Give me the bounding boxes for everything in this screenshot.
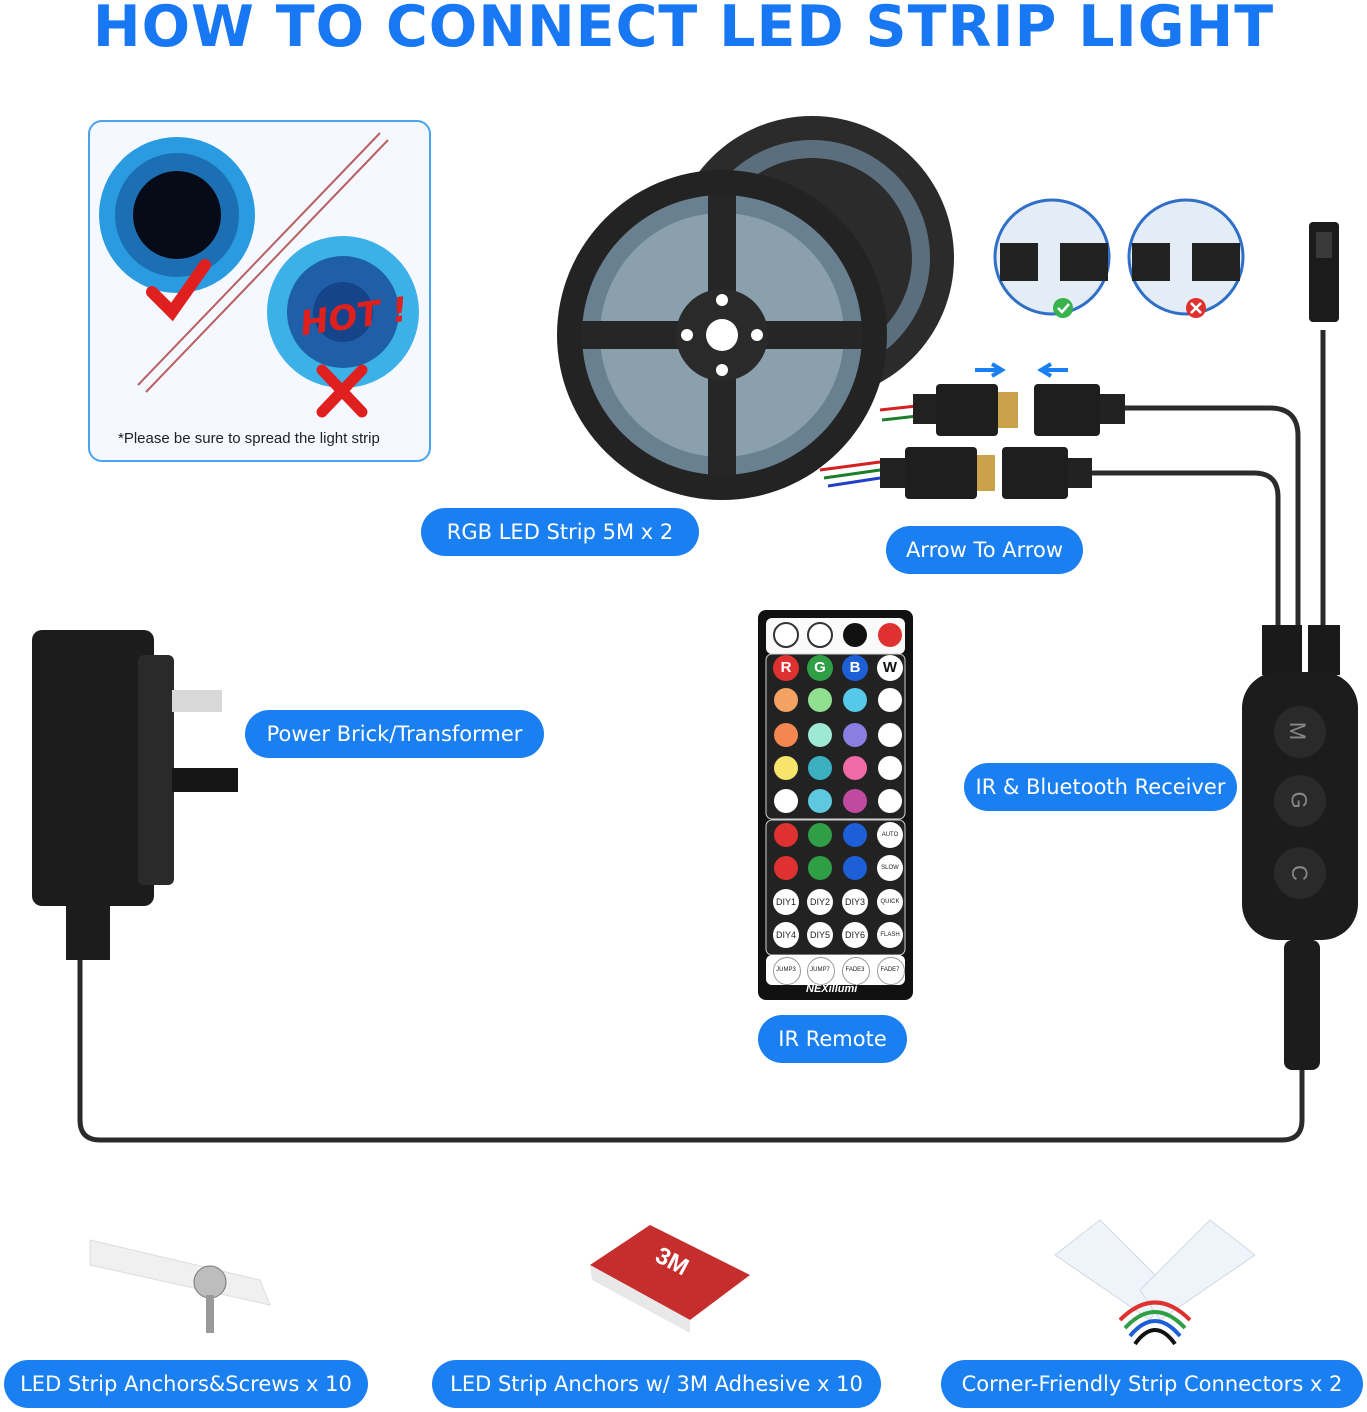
spread-strip-good-illustration — [99, 137, 255, 293]
remote-key-w: W — [882, 659, 898, 676]
label-arrow-to-arrow: Arrow To Arrow — [886, 526, 1083, 574]
cross-mark-icon — [316, 364, 368, 418]
arrow-right-icon — [975, 362, 1006, 378]
strip-connector-female-bottom — [1002, 447, 1092, 499]
remote-key-diy4: DIY4 — [775, 930, 796, 940]
remote-key-b: B — [849, 659, 861, 676]
remote-key-diy1: DIY1 — [775, 897, 796, 907]
check-icon — [1057, 303, 1070, 314]
receiver-button-g: G — [1286, 791, 1312, 809]
correct-connection-illustration — [993, 198, 1111, 318]
remote-top-buttons — [773, 622, 902, 648]
remote-key-r: R — [780, 659, 792, 676]
cable — [1092, 470, 1281, 630]
remote-key-fade3: FADE3 — [845, 967, 865, 973]
remote-key-diy3: DIY3 — [844, 897, 865, 907]
spread-strip-note: *Please be sure to spread the light stri… — [118, 430, 380, 447]
remote-key-diy5: DIY5 — [809, 930, 830, 940]
label-receiver: IR & Bluetooth Receiver — [964, 763, 1237, 811]
label-anchors-adhesive: LED Strip Anchors w/ 3M Adhesive x 10 — [432, 1360, 881, 1408]
remote-key-diy6: DIY6 — [844, 930, 865, 940]
label-rgb-strip: RGB LED Strip 5M x 2 — [421, 508, 699, 556]
ir-bluetooth-receiver — [1242, 625, 1358, 1070]
strip-connector-male-bottom — [880, 447, 995, 499]
arrow-left-icon — [1037, 362, 1068, 378]
receiver-button-m: M — [1285, 721, 1311, 741]
strip-connector-male-top — [913, 384, 1018, 436]
remote-key-jump7: JUMP7 — [810, 967, 830, 973]
incorrect-connection-illustration — [1127, 198, 1245, 318]
remote-key-slow: SLOW — [881, 865, 899, 871]
led-strip-reel-front — [557, 170, 887, 500]
label-anchors-screws: LED Strip Anchors&Screws x 10 — [4, 1360, 368, 1408]
remote-arrow-buttons — [774, 823, 867, 880]
label-ir-remote: IR Remote — [758, 1015, 907, 1063]
page-title: HOW TO CONNECT LED STRIP LIGHT — [92, 0, 1275, 60]
remote-music-buttons — [878, 688, 902, 813]
remote-key-g: G — [814, 659, 826, 676]
remote-key-jump3: JUMP3 — [776, 967, 796, 973]
cable — [1125, 405, 1301, 630]
remote-key-flash: FLASH — [880, 932, 900, 938]
remote-key-auto: AUTO — [881, 832, 899, 838]
label-corner-connectors: Corner-Friendly Strip Connectors x 2 — [941, 1360, 1363, 1408]
remote-color-buttons — [774, 688, 867, 813]
cross-icon — [1190, 302, 1202, 314]
receiver-button-c: C — [1286, 865, 1312, 881]
ir-remote — [758, 610, 913, 1000]
power-plug-connector — [1309, 222, 1339, 322]
adhesive-anchor-image — [590, 1225, 750, 1333]
divider-line — [137, 132, 381, 386]
power-brick — [32, 630, 238, 960]
coiled-strip-bad-illustration — [267, 236, 419, 388]
remote-brand-logo: NEXillumi — [806, 983, 858, 995]
anchor-screw-image — [89, 1239, 271, 1333]
corner-connector-image — [1054, 1219, 1256, 1346]
strip-connector-female-top — [1034, 384, 1125, 436]
remote-key-fade7: FADE7 — [880, 967, 900, 973]
check-mark-icon — [146, 259, 211, 322]
label-power-brick: Power Brick/Transformer — [245, 710, 544, 758]
cable — [77, 910, 1305, 1143]
remote-key-quick: QUICK — [880, 899, 900, 905]
remote-key-diy2: DIY2 — [809, 897, 830, 907]
divider-line — [145, 139, 389, 393]
